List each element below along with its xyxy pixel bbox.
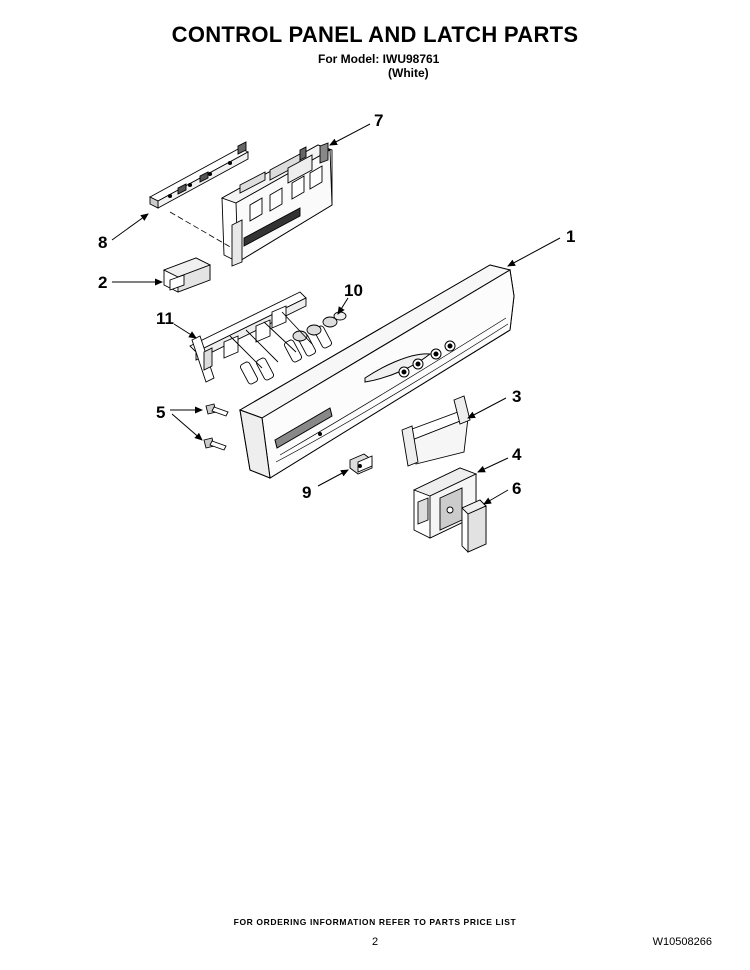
callout-10: 10	[344, 281, 363, 300]
callout-6: 6	[512, 479, 521, 498]
callout-3: 3	[512, 387, 521, 406]
leader-lines	[111, 123, 561, 505]
callout-11: 11	[156, 309, 174, 328]
page-number: 2	[371, 936, 379, 948]
part-knob-array	[229, 311, 347, 385]
part-latch-assembly	[412, 467, 478, 539]
callout-1: 1	[566, 227, 575, 246]
callout-5: 5	[156, 403, 165, 422]
model-variant: (White)	[388, 66, 429, 80]
model-line: For Model: IWU98761	[318, 52, 440, 66]
assembly-dashed-line	[169, 211, 233, 249]
part-switch	[349, 453, 373, 475]
page-title: CONTROL PANEL AND LATCH PARTS	[171, 22, 579, 47]
part-button-guide	[189, 291, 307, 383]
part-control-board	[220, 142, 333, 267]
document-id: W10508266	[652, 936, 712, 948]
part-bracket	[162, 257, 212, 293]
callout-8: 8	[98, 233, 107, 252]
part-connector-strip	[149, 141, 249, 209]
callout-7: 7	[374, 111, 383, 130]
part-strike	[461, 499, 487, 553]
callout-9: 9	[302, 483, 311, 502]
callout-2: 2	[98, 273, 107, 292]
ordering-note: FOR ORDERING INFORMATION REFER TO PARTS …	[233, 917, 517, 927]
part-screws	[203, 403, 229, 451]
callout-4: 4	[512, 445, 522, 464]
part-console-panel	[238, 264, 515, 479]
part-latch-handle	[401, 395, 471, 467]
